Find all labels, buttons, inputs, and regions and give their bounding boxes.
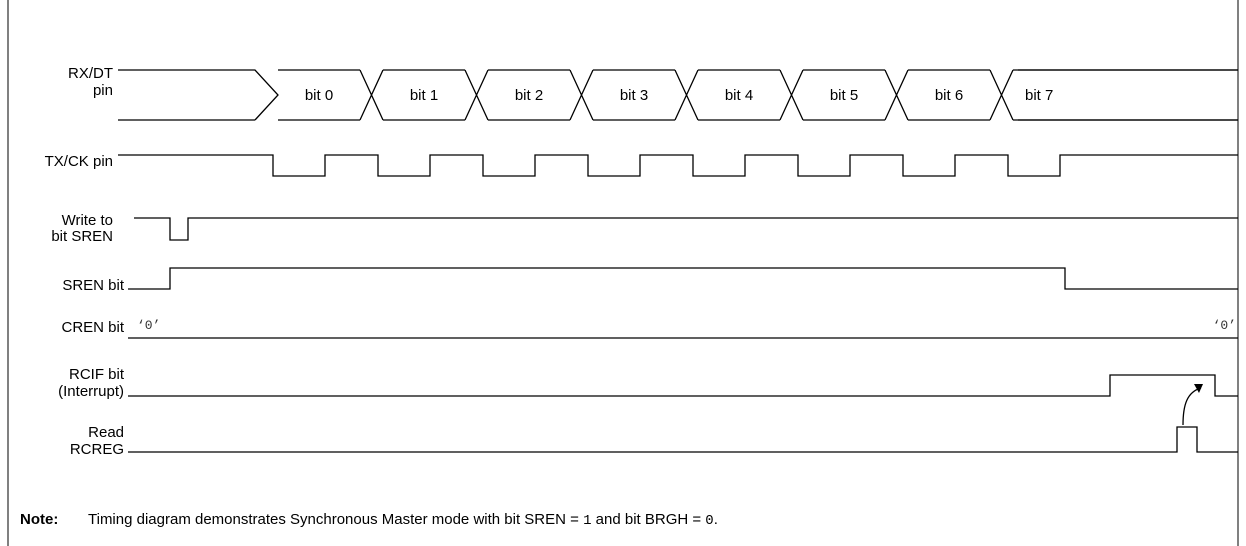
rx-dt-bit-label: bit 0	[305, 87, 333, 104]
sren-bit-waveform	[128, 267, 1238, 290]
rx-dt-waveform	[118, 69, 279, 121]
tx-ck-waveform	[118, 154, 1238, 177]
rcif-label-line2: (Interrupt)	[58, 383, 124, 400]
write-sren-waveform	[134, 217, 1238, 241]
rx-dt-bit-cells: bit 0 bit 1 bit 2 bit 3 bit 4 bit 5 bit 6 bit 7	[278, 69, 1238, 121]
rcif-label-line1: RCIF bit	[69, 366, 125, 383]
rx-dt-tail	[1018, 69, 1238, 121]
rx-dt-bit-label: bit 2	[515, 87, 543, 104]
rcif-clear-arrow	[1182, 387, 1202, 426]
tx-ck-label: TX/CK pin	[45, 153, 113, 170]
write-sren-label-line2: bit SREN	[51, 228, 113, 245]
rx-dt-label-line2: pin	[93, 82, 113, 99]
rcif-clear-arrowhead	[1194, 384, 1203, 393]
cren-value-start: ‘0’	[137, 318, 160, 333]
cren-bit-label: CREN bit	[61, 319, 124, 336]
rx-dt-bit-label: bit 6	[935, 87, 963, 104]
rcif-waveform	[128, 374, 1238, 397]
rx-dt-bit-label: bit 7	[1025, 87, 1053, 104]
write-sren-label-line1: Write to	[62, 212, 113, 229]
rx-dt-bit-label: bit 4	[725, 87, 753, 104]
sren-bit-label: SREN bit	[62, 277, 125, 294]
read-rcreg-waveform	[128, 426, 1238, 453]
rx-dt-label-line1: RX/DT	[68, 65, 113, 82]
rx-dt-bit-label: bit 1	[410, 87, 438, 104]
rx-dt-bit-label: bit 5	[830, 87, 858, 104]
cren-value-end: ‘0’	[1213, 318, 1236, 333]
note-label: Note:	[20, 511, 58, 528]
rx-dt-bit-rails	[278, 69, 1238, 121]
note-text: Timing diagram demonstrates Synchronous …	[88, 511, 718, 529]
read-rcreg-label-line2: RCREG	[70, 441, 124, 458]
read-rcreg-label-line1: Read	[88, 424, 124, 441]
rx-dt-bit-label: bit 3	[620, 87, 648, 104]
